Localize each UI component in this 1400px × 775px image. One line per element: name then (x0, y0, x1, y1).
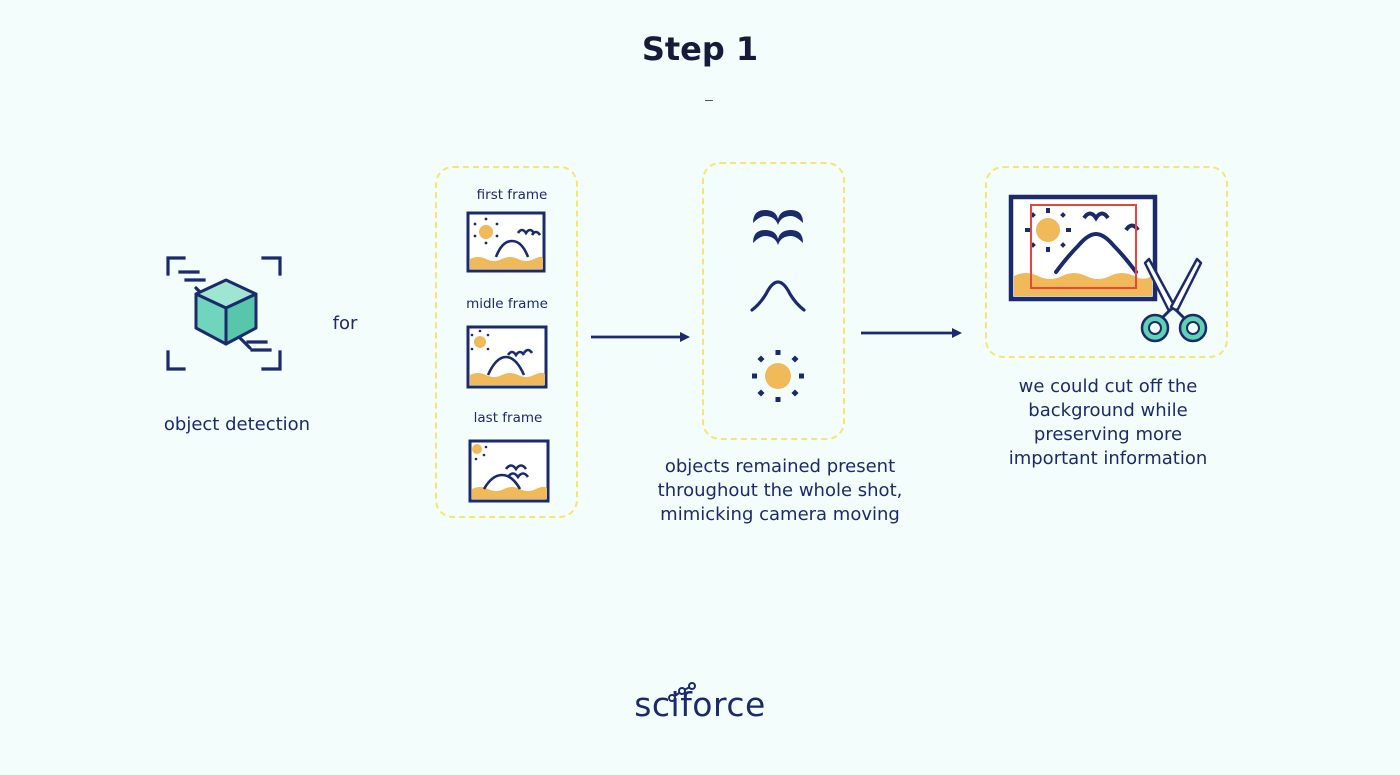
object-detection-icon (166, 256, 282, 371)
scissors-icon (1140, 257, 1208, 343)
sun-icon (752, 350, 804, 402)
logo-mark-icon (668, 682, 696, 702)
objects-caption-line-1: objects remained present (664, 456, 896, 477)
title-divider (705, 100, 713, 101)
result-caption-line-3: preserving more (1033, 424, 1183, 445)
middle-frame-image (466, 325, 548, 389)
cropped-image-icon (1008, 194, 1158, 302)
arrow-right-icon (861, 328, 962, 338)
frames-box (435, 166, 578, 518)
sciforce-logo: sciforce (634, 685, 766, 724)
birds-icon (753, 210, 803, 245)
result-caption-line-1: we could cut off the (1018, 376, 1198, 397)
mountain-icon (750, 280, 806, 312)
result-box (985, 166, 1228, 358)
page-title: Step 1 (641, 30, 759, 68)
result-caption-line-4: important information (1008, 448, 1208, 469)
result-caption-line-2: background while (1028, 400, 1188, 421)
object-detection-label: object detection (163, 414, 311, 435)
for-label: for (332, 313, 358, 334)
first-frame-image (466, 211, 546, 273)
objects-caption-line-3: mimicking camera moving (660, 504, 900, 525)
objects-box (702, 162, 845, 440)
middle-frame-label: midle frame (466, 296, 548, 312)
objects-caption-line-2: throughout the whole shot, (657, 480, 903, 501)
arrow-right-icon (591, 332, 690, 342)
last-frame-label: last frame (473, 410, 543, 426)
first-frame-label: first frame (476, 187, 548, 203)
last-frame-image (468, 439, 550, 503)
